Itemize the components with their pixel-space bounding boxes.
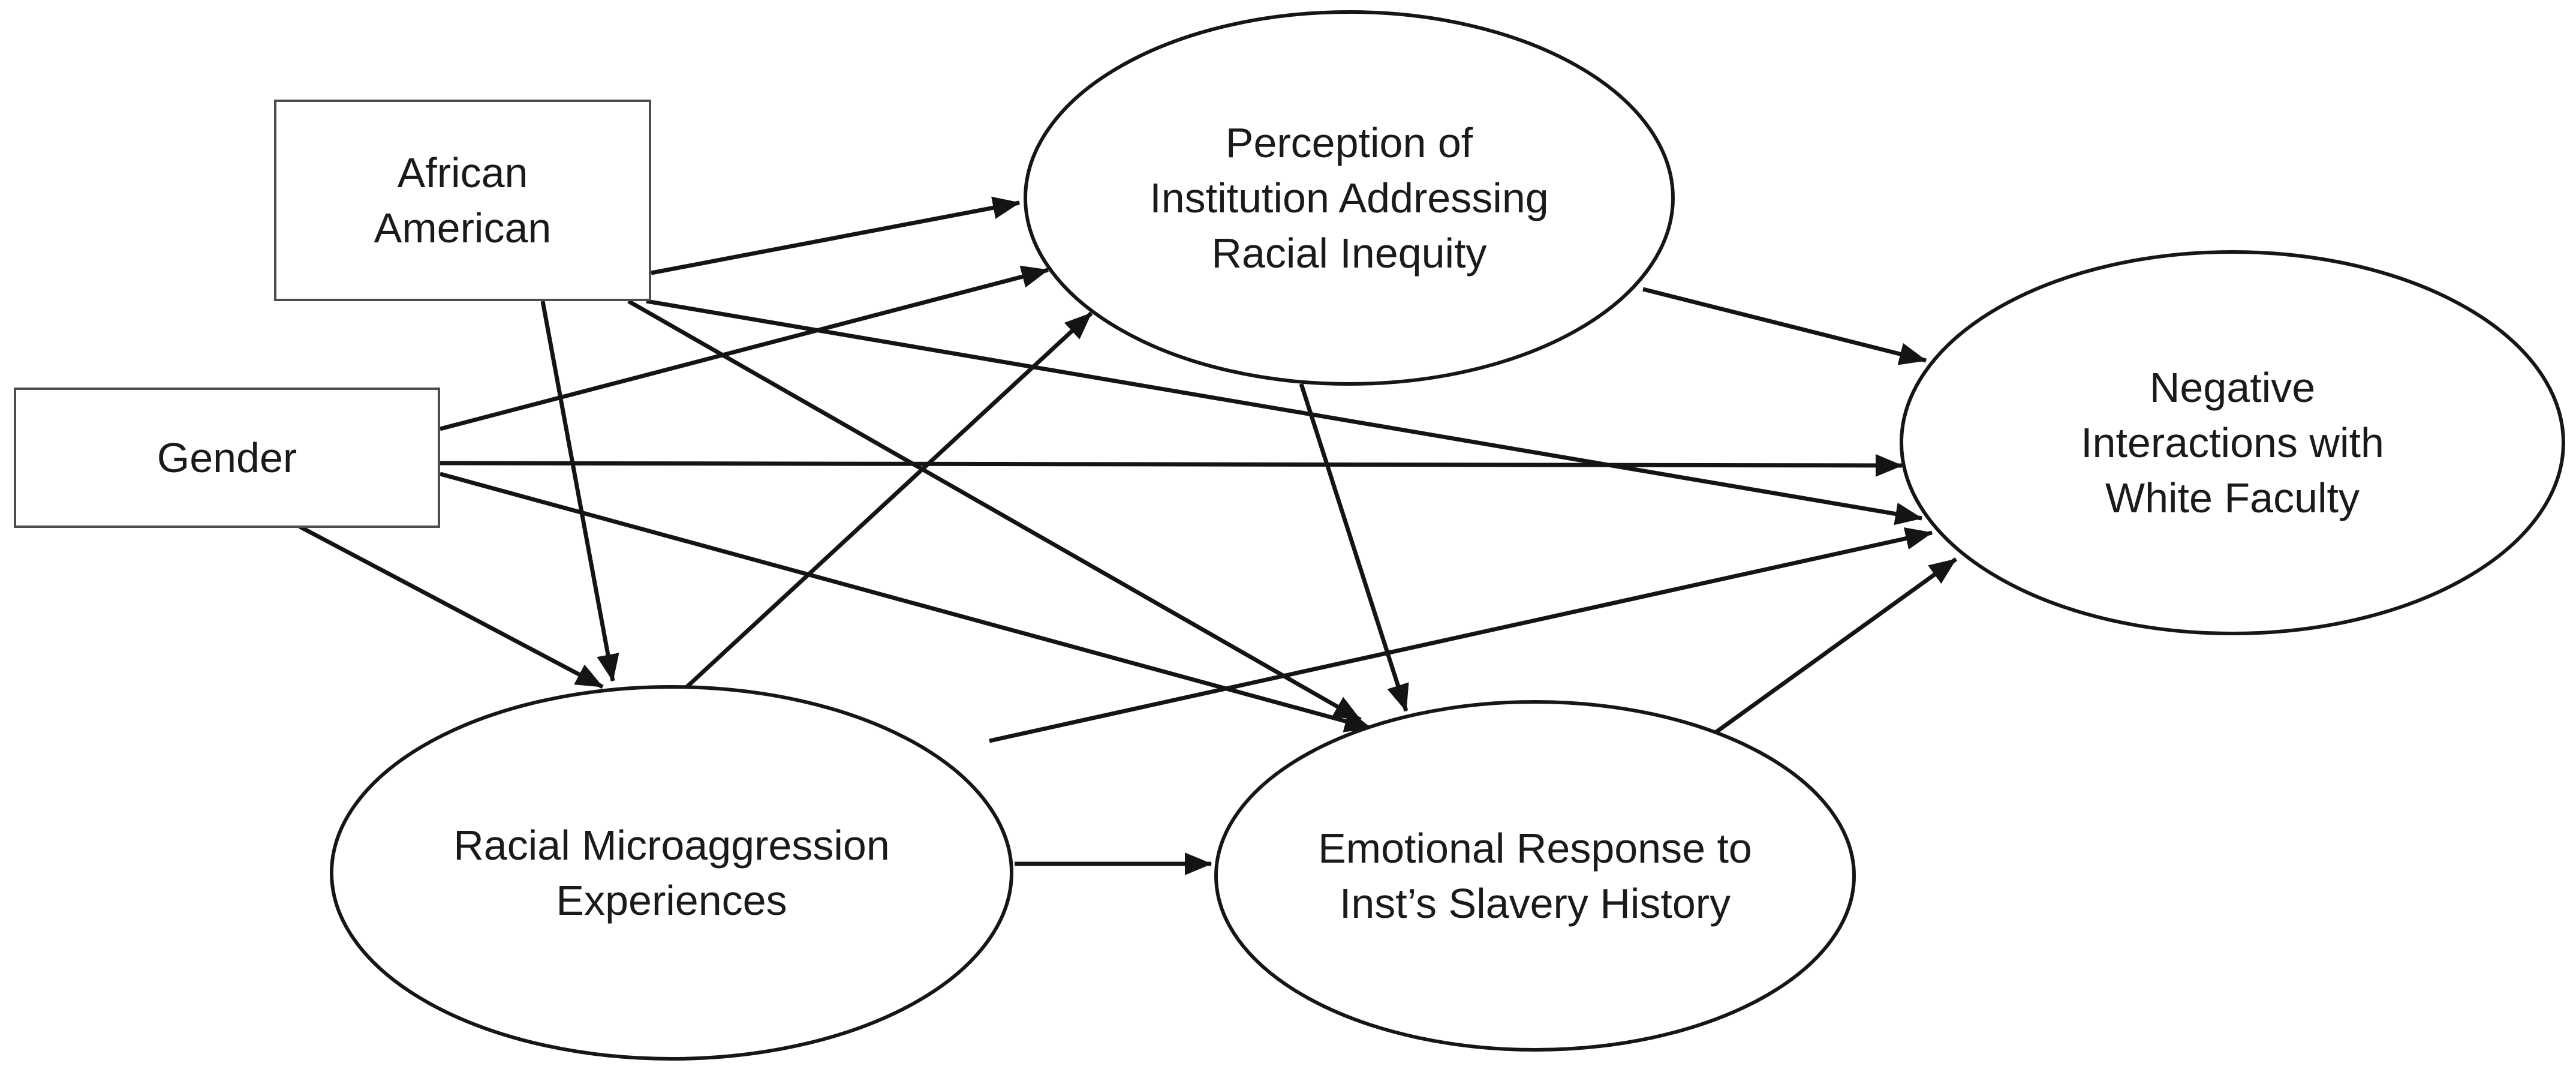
edge-gender-to-negative-interactions: [440, 454, 1903, 477]
emotional-response-ellipse: [1214, 700, 1856, 1052]
node-gender: Gender: [14, 388, 440, 528]
edge-racial-microaggression-to-negative-interactions: [989, 527, 1933, 743]
negative-interactions-ellipse: [1900, 250, 2565, 635]
edge-african-american-to-racial-microaggression: [540, 301, 619, 682]
edge-racial-microaggression-to-perception: [682, 311, 1093, 692]
edge-gender-to-emotional-response: [440, 472, 1373, 732]
perception-ellipse: [1024, 10, 1675, 386]
edge-layer: [299, 196, 1958, 875]
edge-gender-to-perception: [440, 265, 1049, 431]
edge-african-american-to-emotional-response: [627, 299, 1362, 722]
gender-label: Gender: [157, 434, 297, 481]
racial-microaggression-ellipse: [330, 685, 1013, 1061]
edge-emotional-response-to-negative-interactions: [1714, 557, 1958, 734]
edge-perception-to-negative-interactions: [1642, 287, 1927, 365]
edge-perception-to-emotional-response: [1299, 383, 1409, 712]
gender-rect: [14, 388, 440, 528]
edge-african-american-to-perception: [651, 196, 1021, 275]
edge-gender-to-racial-microaggression: [299, 524, 604, 689]
edge-african-american-to-negative-interactions: [646, 299, 1923, 526]
african-american-rect: [274, 100, 651, 301]
